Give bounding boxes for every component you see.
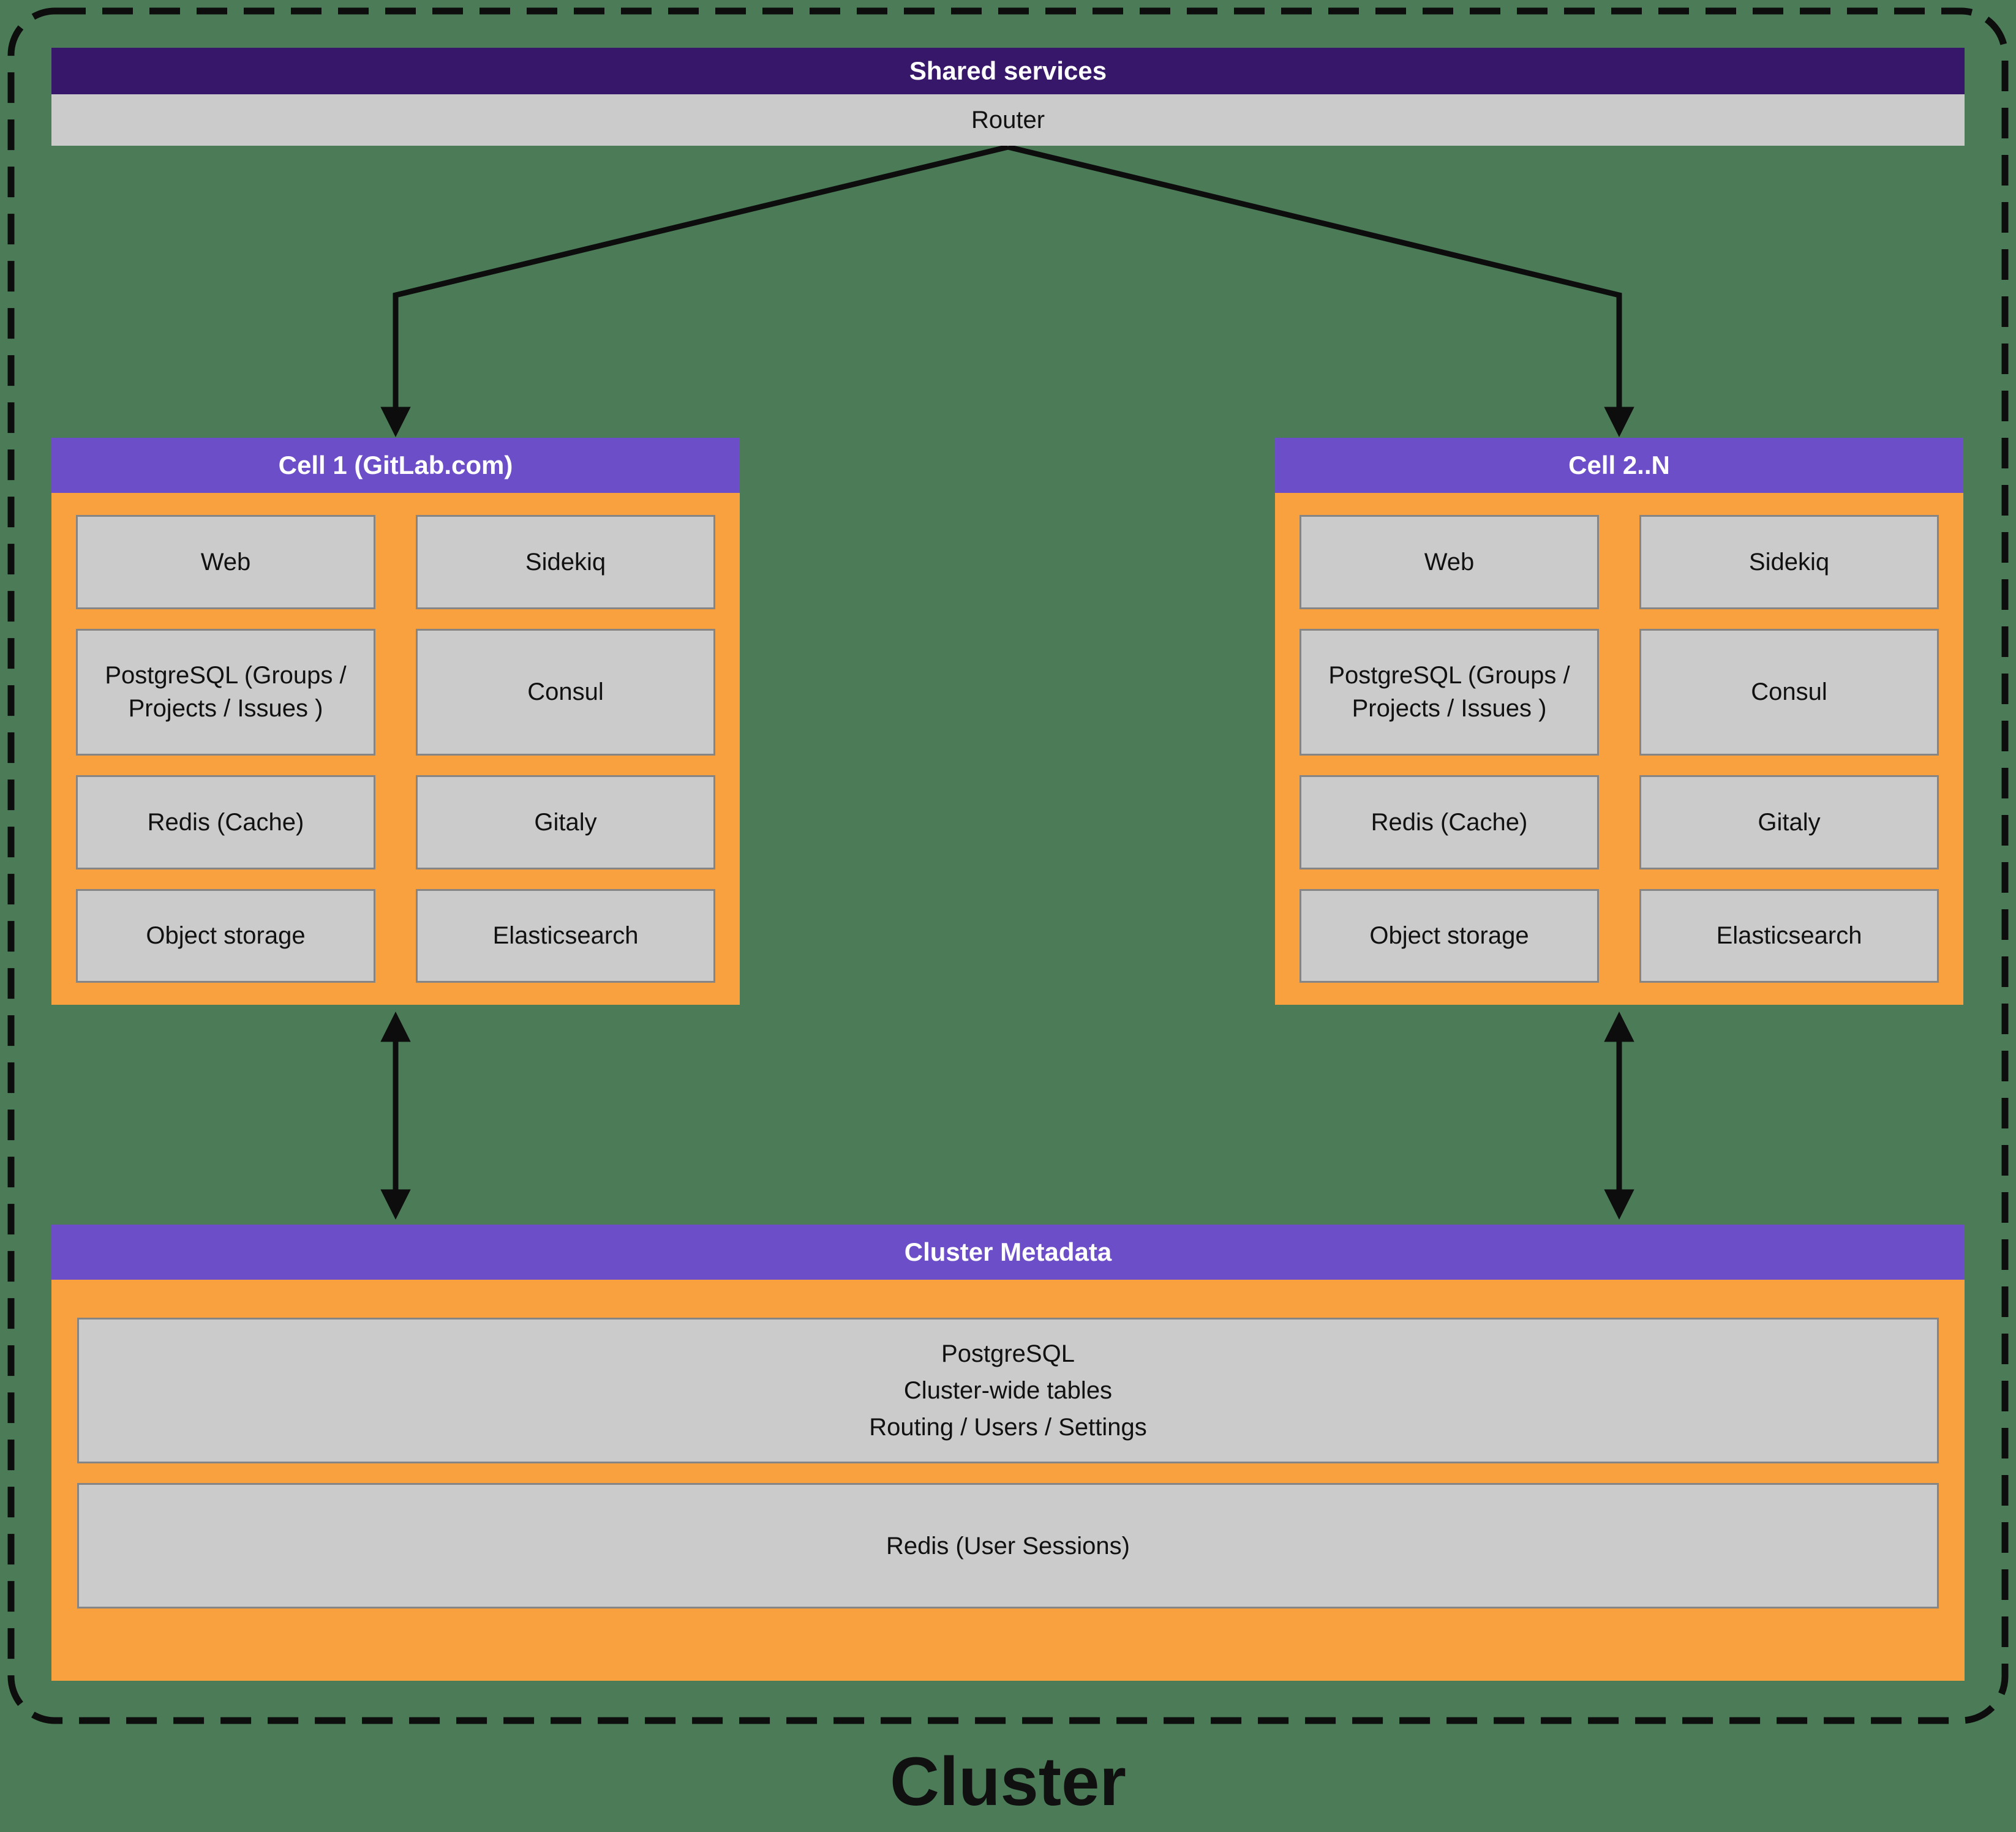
cell-1-web-box: Web [76,515,375,609]
router-label: Router [971,106,1045,133]
cluster-metadata-title: Cluster Metadata [904,1237,1112,1266]
cell-2-object-storage-box: Object storage [1299,888,1599,983]
cell-2-postgresql-box: PostgreSQL (Groups / Projects / Issues ) [1299,628,1599,756]
cluster-label: Cluster [890,1743,1126,1820]
cell-1-body: Web Sidekiq PostgreSQL (Groups / Project… [51,493,740,1005]
cell-1-consul-box: Consul [416,628,715,756]
router-bar: Router [51,94,1965,146]
metadata-postgresql-line-3: Routing / Users / Settings [869,1414,1147,1441]
cluster-metadata-body: PostgreSQL Cluster-wide tables Routing /… [51,1280,1965,1681]
cell-2-header: Cell 2..N [1275,438,1963,493]
cell-1-object-storage-box: Object storage [76,888,375,983]
cell-2-gitaly-box: Gitaly [1639,775,1939,869]
cell-2-consul-box: Consul [1639,628,1939,756]
cell-1: Cell 1 (GitLab.com) Web Sidekiq PostgreS… [51,438,740,1005]
shared-services-header: Shared services [51,48,1965,94]
cell-1-title: Cell 1 (GitLab.com) [278,451,513,479]
metadata-redis-label: Redis (User Sessions) [886,1532,1130,1560]
cell-2-web-box: Web [1299,515,1599,609]
cluster-metadata-header: Cluster Metadata [51,1225,1965,1280]
metadata-postgresql-line-1: PostgreSQL [941,1340,1075,1367]
metadata-postgresql-box: PostgreSQL Cluster-wide tables Routing /… [77,1318,1939,1463]
metadata-postgresql-line-2: Cluster-wide tables [903,1377,1113,1404]
cell-1-elasticsearch-box: Elasticsearch [416,888,715,983]
cell-2-redis-box: Redis (Cache) [1299,775,1599,869]
router-to-cell1-arrow [380,144,1009,437]
shared-services-title: Shared services [909,56,1107,85]
cell-2-body: Web Sidekiq PostgreSQL (Groups / Project… [1275,493,1963,1005]
cell-1-gitaly-box: Gitaly [416,775,715,869]
cluster-metadata-panel: Cluster Metadata PostgreSQL Cluster-wide… [51,1225,1965,1681]
router-to-cell2-arrow [1007,144,1634,437]
metadata-redis-box: Redis (User Sessions) [77,1483,1939,1609]
cell-2-title: Cell 2..N [1568,451,1670,479]
cell-2-elasticsearch-box: Elasticsearch [1639,888,1939,983]
cell-1-header: Cell 1 (GitLab.com) [51,438,740,493]
cell-1-postgresql-box: PostgreSQL (Groups / Projects / Issues ) [76,628,375,756]
cell-1-redis-box: Redis (Cache) [76,775,375,869]
cell-2-sidekiq-box: Sidekiq [1639,515,1939,609]
cell-2: Cell 2..N Web Sidekiq PostgreSQL (Groups… [1275,438,1963,1005]
cell-1-sidekiq-box: Sidekiq [416,515,715,609]
